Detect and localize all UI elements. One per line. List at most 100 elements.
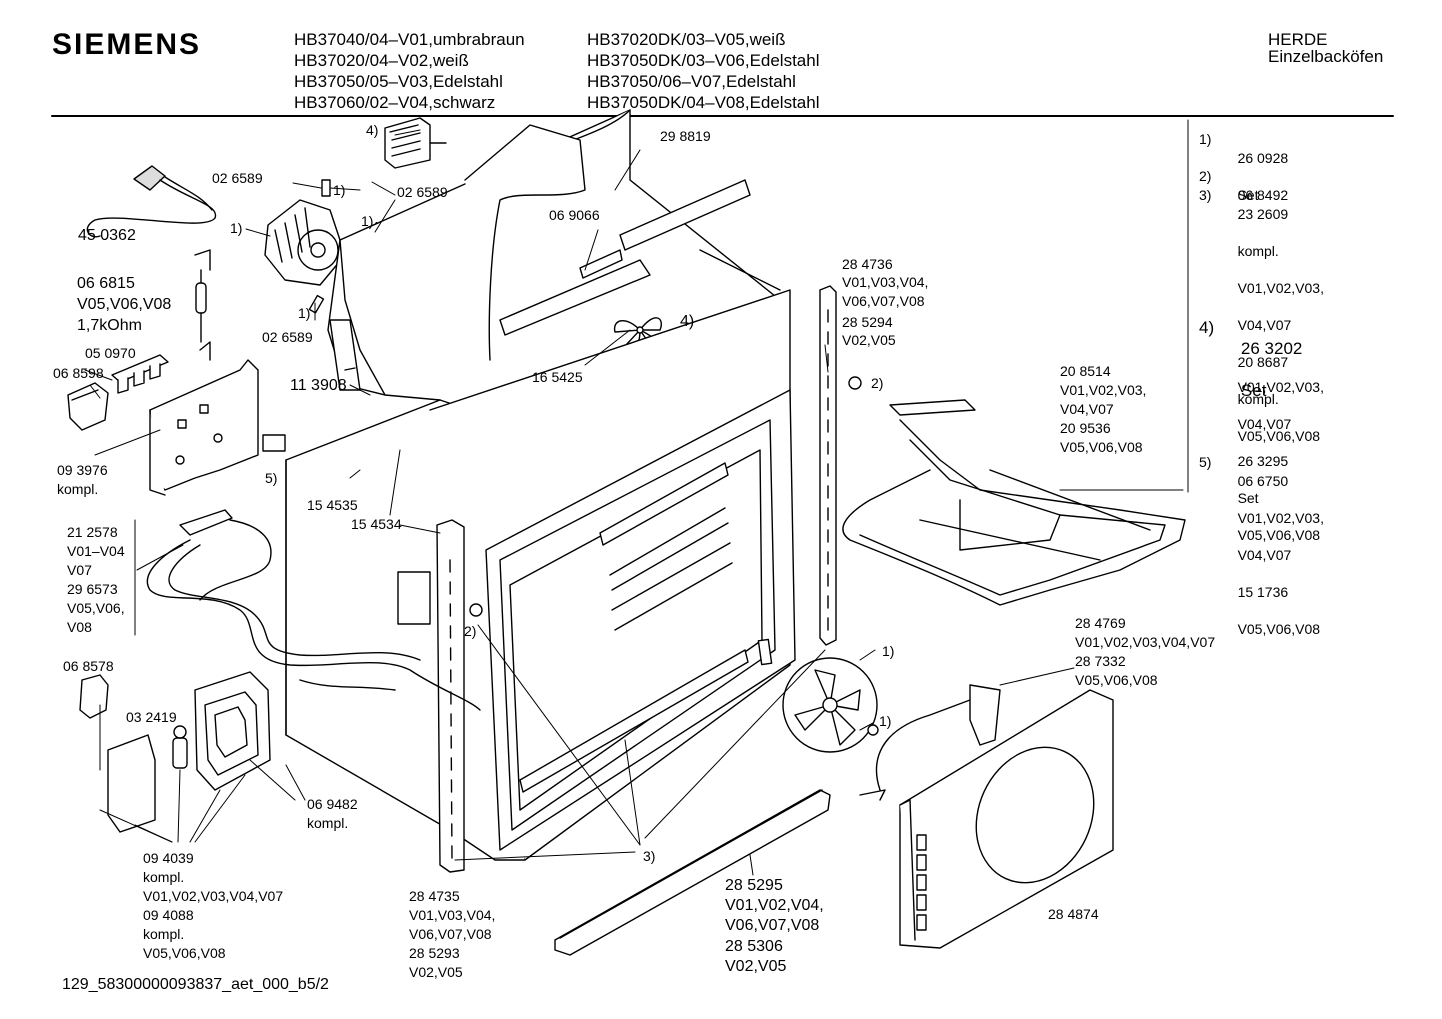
- callout-label: 1): [361, 213, 374, 229]
- part-number-label: 20 9536: [1060, 420, 1111, 436]
- variant-label: V06,V07,V08: [409, 926, 492, 942]
- side-list-line: Set: [1240, 381, 1267, 400]
- callout-label: 1): [298, 305, 311, 321]
- callout-label: 5): [265, 470, 278, 486]
- part-number-label: 28 4874: [1048, 906, 1099, 922]
- oven-front-frame-part: [485, 389, 796, 851]
- part-number-label: 28 5306: [725, 938, 783, 955]
- model-line: HB37040/04–V01,umbrabraun: [294, 30, 525, 49]
- side-list-line: 26 3295: [1237, 452, 1289, 469]
- part-number-label: 28 5295: [725, 877, 783, 894]
- variant-label: V06,V07,V08: [842, 293, 925, 309]
- part-number-label: 06 8598: [53, 365, 104, 381]
- part-number-label: 02 6589: [397, 184, 448, 200]
- side-list-number: 1): [1199, 131, 1212, 147]
- side-list-number: 2): [1199, 168, 1212, 184]
- part-number-label: 05 0970: [85, 345, 136, 361]
- side-list-line: V05,V06,V08: [1237, 526, 1321, 543]
- side-list-item: 1) 26 0928 Set: [1199, 130, 1288, 203]
- variant-label: V01,V03,V04,: [409, 907, 496, 923]
- part-number-label: 06 9066: [549, 207, 600, 223]
- bottom-rail-part: [554, 789, 831, 956]
- part-number-label: 28 4736: [842, 256, 893, 272]
- lamp-parts: [79, 674, 188, 833]
- side-list-number: 4): [1199, 318, 1215, 337]
- part-number-label: 09 4088: [143, 907, 194, 923]
- side-list-line: 06 6750: [1237, 472, 1289, 489]
- model-line: HB37050/06–V07,Edelstahl: [587, 72, 796, 91]
- variant-label: V02,V05: [409, 964, 463, 980]
- side-list-lines: 26 3202 Set: [1222, 317, 1302, 422]
- callout-label: 1): [230, 220, 243, 236]
- connector-part: [111, 354, 169, 394]
- model-line: HB37060/02–V04,schwarz: [294, 93, 496, 112]
- side-list-lines: 06 6750 V01,V02,V03, V04,V07 15 1736 V05…: [1222, 453, 1324, 657]
- rear-fan-part: [782, 657, 879, 753]
- callout-label: 3): [643, 848, 656, 864]
- kit-label: kompl.: [143, 869, 185, 885]
- cooling-fan-part: [264, 199, 361, 286]
- variant-label: V05,V06,: [67, 600, 125, 616]
- side-list-line: kompl.: [1237, 242, 1279, 259]
- part-number-label: 28 5294: [842, 314, 893, 330]
- side-list-line: Set: [1237, 186, 1259, 203]
- side-list-item: 3) 23 2609 kompl. V01,V02,V03, V04,V07 2…: [1199, 186, 1324, 444]
- category-subtitle: Einzelbacköfen: [1268, 47, 1384, 66]
- callout-label: 1): [882, 643, 895, 659]
- model-line: HB37020DK/03–V05,weiß: [587, 30, 786, 49]
- door-seal-part: [194, 671, 271, 791]
- variant-label: V07: [67, 562, 92, 578]
- variant-label: V04,V07: [1060, 401, 1114, 417]
- side-list-lines: 26 0928 Set: [1222, 130, 1289, 223]
- variant-label: V05,V06,V08: [1060, 439, 1143, 455]
- variant-label: V06,V07,V08: [725, 917, 820, 934]
- side-rail-part: [436, 285, 837, 873]
- part-number-label: 16 5425: [532, 369, 583, 385]
- resistor-part: [194, 249, 211, 361]
- kit-label: kompl.: [307, 815, 349, 831]
- kit-label: kompl.: [143, 926, 185, 942]
- mains-cable-part: [86, 165, 217, 238]
- variant-label: V02,V05: [842, 332, 896, 348]
- side-list-line: 26 3202: [1240, 339, 1303, 358]
- part-number-label: 09 4039: [143, 850, 194, 866]
- leader-lines: [84, 129, 1184, 876]
- variant-label: V05,V06,V08: [143, 945, 226, 961]
- category-title: HERDE: [1268, 30, 1328, 49]
- side-list-line: V01,V02,V03,: [1237, 378, 1324, 395]
- side-list-line: V04,V07: [1237, 316, 1292, 333]
- part-number-label: 02 6589: [212, 170, 263, 186]
- part-number-label: 03 2419: [126, 709, 177, 725]
- variant-label: V01,V03,V04,: [842, 274, 929, 290]
- kit-label: kompl.: [57, 481, 99, 497]
- variant-label: V02,V05: [725, 958, 787, 975]
- side-list-line: V04,V07: [1237, 415, 1292, 432]
- value-label: 1,7kOhm: [77, 317, 142, 334]
- part-number-label: 45 0362: [78, 227, 136, 244]
- side-list-line: 06 8492: [1237, 186, 1289, 203]
- callout-label: 2): [464, 623, 477, 639]
- side-list-line: 26 0928: [1237, 149, 1289, 166]
- variant-label: V01,V02,V03,: [1060, 382, 1147, 398]
- side-list-lines: V01,V02,V03, V04,V07 26 3295 Set V05,V06…: [1222, 359, 1324, 563]
- variant-label: V05,V06,V08: [1075, 672, 1158, 688]
- side-list-lines: 06 8492: [1222, 167, 1289, 223]
- bulb-socket-part: [848, 376, 862, 390]
- rear-panel-part: [859, 684, 1114, 949]
- side-list-number: 5): [1199, 454, 1212, 470]
- side-list-line: V05,V06,V08: [1237, 620, 1321, 637]
- grill-element-part: [842, 399, 1186, 606]
- model-line: HB37050DK/03–V06,Edelstahl: [587, 51, 820, 70]
- part-number-label: 28 4735: [409, 888, 460, 904]
- switch-part: [67, 382, 109, 431]
- variant-label: V01,V02,V03,V04,V07: [1075, 634, 1216, 650]
- bottom-heater-part: [146, 509, 481, 711]
- fan-motor-part: [384, 117, 447, 169]
- part-number-label: 29 6573: [67, 581, 118, 597]
- model-line: HB37050DK/04–V08,Edelstahl: [587, 93, 820, 112]
- side-list-item: V01,V02,V03, V04,V07 26 3295 Set V05,V06…: [1199, 359, 1324, 543]
- side-list-line: Set: [1237, 489, 1259, 506]
- side-list-item: 5) 06 6750 V01,V02,V03, V04,V07 15 1736 …: [1199, 453, 1324, 637]
- callout-label: 2): [871, 375, 884, 391]
